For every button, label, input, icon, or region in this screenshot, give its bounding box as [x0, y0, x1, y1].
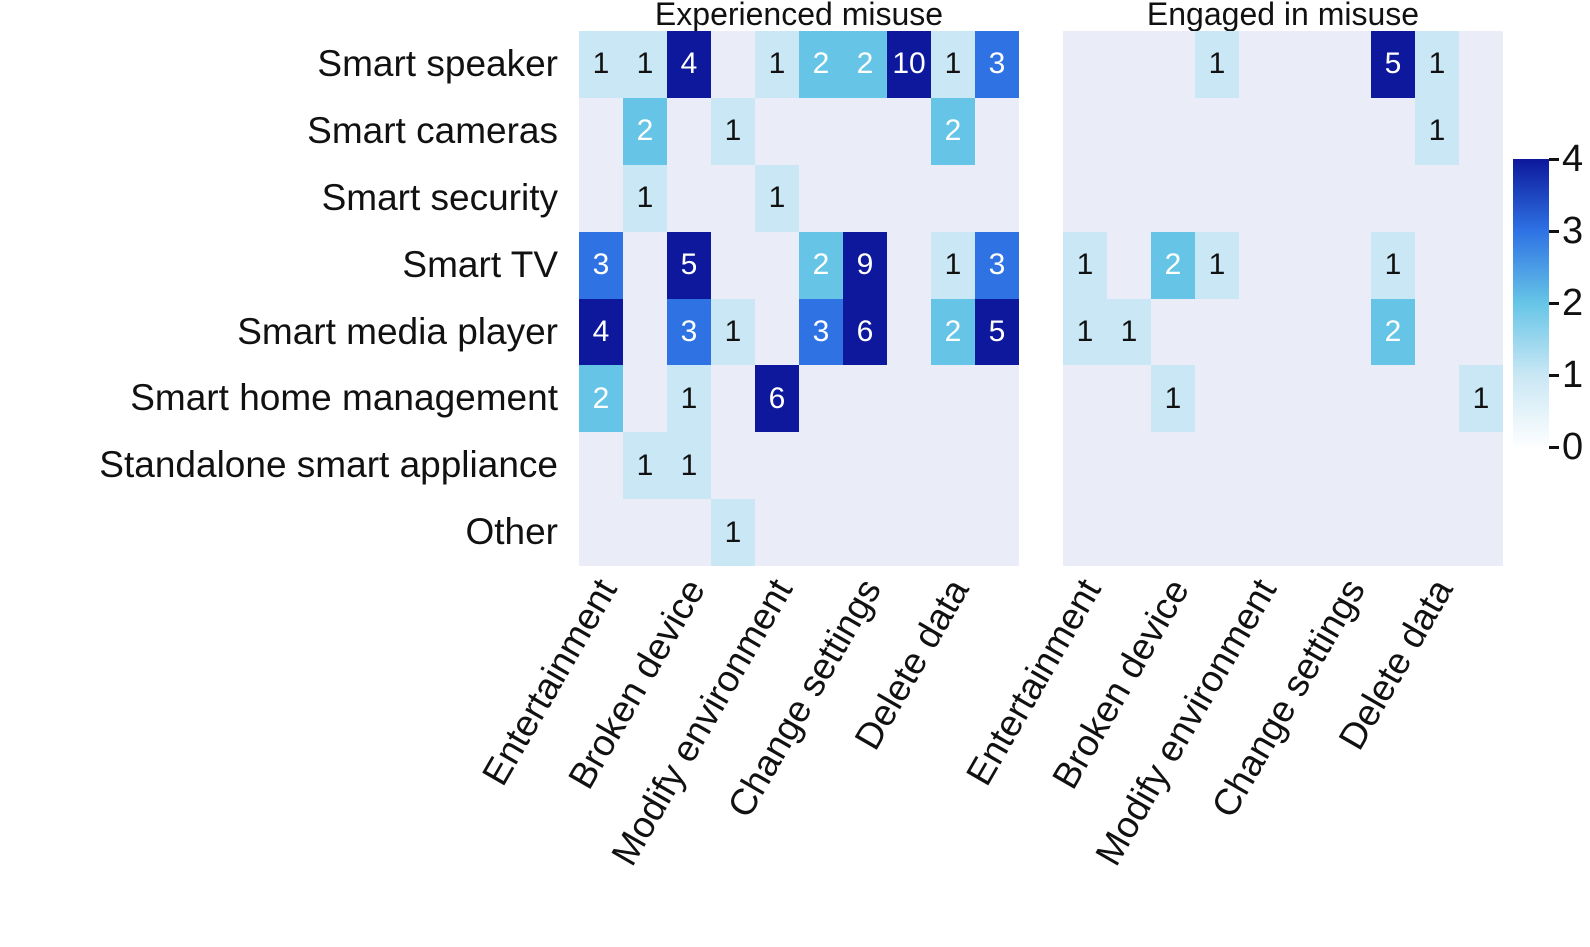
- heatmap-cell: 1: [755, 164, 799, 232]
- heatmap-cell: 1: [1151, 365, 1195, 433]
- heatmap-cell: 1: [1415, 31, 1459, 98]
- colorbar-tick-label: 4: [1562, 138, 1584, 180]
- heatmap-cell: 1: [667, 432, 711, 500]
- colorbar-tick-label: 1: [1562, 354, 1584, 396]
- panel-title-experienced: Experienced misuse: [654, 0, 944, 32]
- heatmap-cell: 3: [975, 31, 1019, 98]
- heatmap-cell: 4: [667, 31, 711, 98]
- heatmap-cell: 1: [1195, 31, 1239, 98]
- heatmap-cell: 5: [1371, 31, 1415, 98]
- heatmap-cell: 3: [667, 298, 711, 366]
- heatmap-cell: 1: [755, 31, 799, 98]
- y-axis-label: Smart media player: [237, 310, 558, 352]
- colorbar-tick: [1549, 229, 1559, 233]
- heatmap-cell: 10: [887, 31, 931, 98]
- y-axis-label: Smart TV: [402, 243, 558, 285]
- heatmap-cell: 5: [975, 298, 1019, 366]
- y-axis-label: Smart security: [321, 176, 558, 218]
- heatmap-cell: 1: [1063, 298, 1107, 366]
- heatmap-cell: 1: [1107, 298, 1151, 366]
- heatmap-cell: 1: [711, 97, 755, 165]
- colorbar: [1513, 159, 1549, 447]
- heatmap-cell: 2: [579, 365, 623, 433]
- heatmap-cell: 1: [1371, 231, 1415, 299]
- heatmap-cell: 2: [1371, 298, 1415, 366]
- heatmap-cell: 3: [975, 231, 1019, 299]
- colorbar-tick-label: 3: [1562, 210, 1584, 252]
- heatmap-cell: 1: [579, 31, 623, 98]
- colorbar-tick: [1549, 301, 1559, 305]
- panel-title-engaged: Engaged in misuse: [1146, 0, 1420, 32]
- heatmap-cell: 1: [711, 499, 755, 566]
- heatmap-cell: 1: [1063, 231, 1107, 299]
- heatmap-cell: 1: [1415, 97, 1459, 165]
- heatmap-cell: 2: [843, 31, 887, 98]
- y-axis-label: Smart home management: [130, 377, 558, 419]
- heatmap-cell: 3: [579, 231, 623, 299]
- y-axis-label: Standalone smart appliance: [99, 444, 558, 486]
- heatmap-cell: 2: [1151, 231, 1195, 299]
- heatmap-cell: 1: [1195, 231, 1239, 299]
- colorbar-tick: [1549, 445, 1559, 449]
- y-axis-label: Smart speaker: [317, 43, 558, 84]
- heatmap-cell: 6: [843, 298, 887, 366]
- colorbar-tick: [1549, 373, 1559, 377]
- heatmap-cell: 4: [579, 298, 623, 366]
- heatmap-cell: 1: [1459, 365, 1503, 433]
- heatmap-cell: 1: [623, 432, 667, 500]
- heatmap-cell: 1: [711, 298, 755, 366]
- heatmap-cell: 1: [931, 231, 975, 299]
- heatmap-cell: 1: [623, 31, 667, 98]
- heatmap-cell: 2: [799, 31, 843, 98]
- colorbar-tick-label: 2: [1562, 282, 1584, 324]
- heatmap-cell: 1: [667, 365, 711, 433]
- heatmap-cell: 2: [931, 97, 975, 165]
- y-axis-label: Other: [465, 511, 558, 553]
- heatmap-cell: 6: [755, 365, 799, 433]
- colorbar-tick-label: 0: [1562, 426, 1584, 468]
- heatmap-cell: 2: [799, 231, 843, 299]
- heatmap-cell: 3: [799, 298, 843, 366]
- heatmap-cell: 1: [931, 31, 975, 98]
- heatmap-cell: 1: [623, 164, 667, 232]
- heatmap-cell: 2: [931, 298, 975, 366]
- colorbar-tick: [1549, 157, 1559, 161]
- heatmap-cell: 2: [623, 97, 667, 165]
- heatmap-cell: 9: [843, 231, 887, 299]
- heatmap-cell: 5: [667, 231, 711, 299]
- y-axis-label: Smart cameras: [307, 109, 558, 151]
